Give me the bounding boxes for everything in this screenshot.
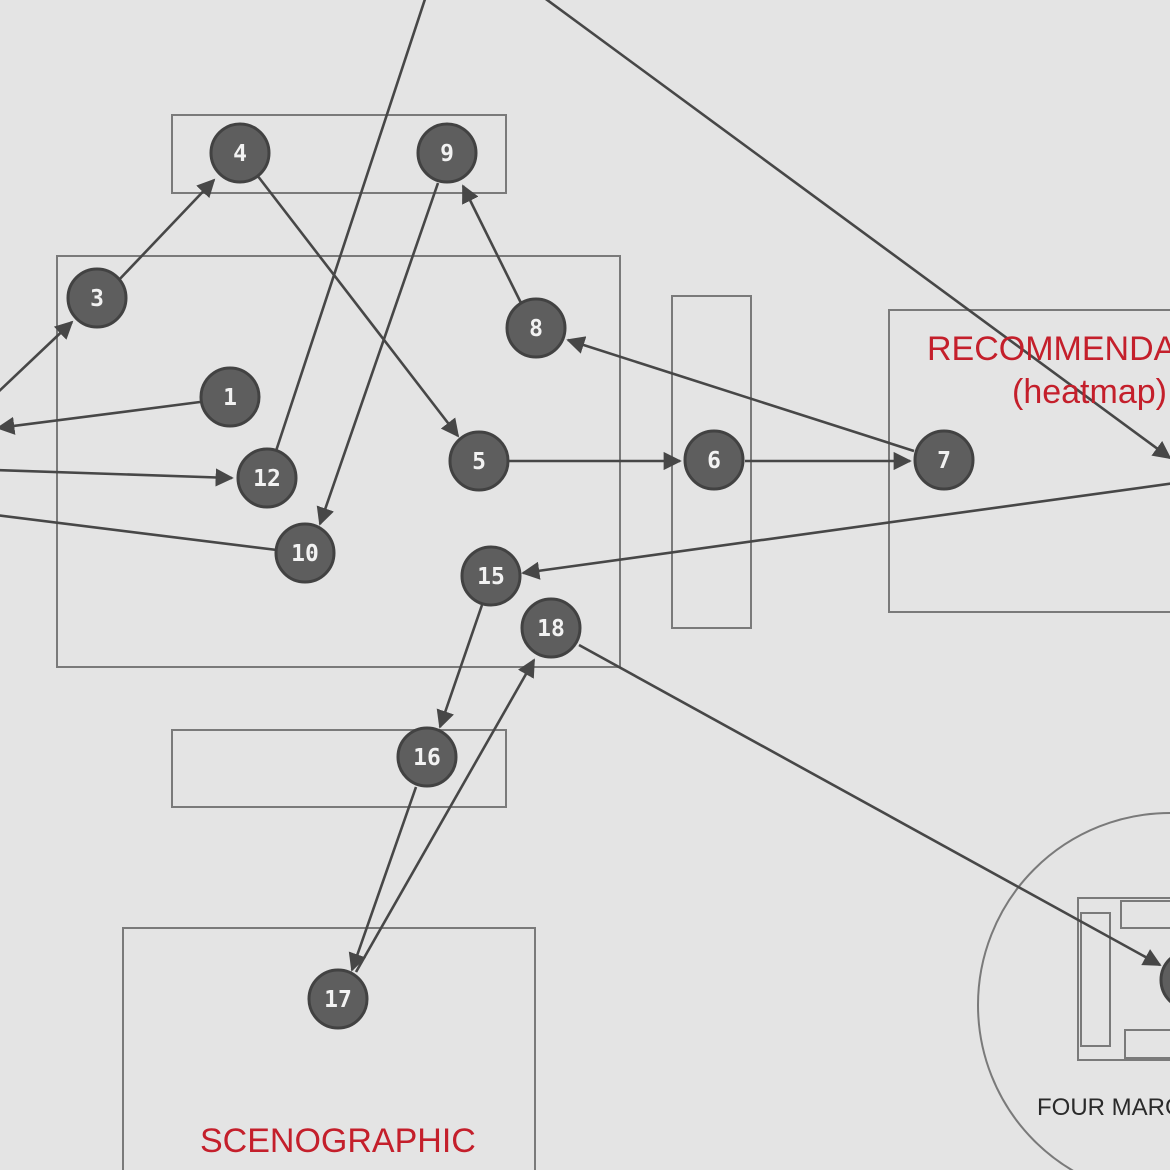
node-3: 3 — [66, 267, 128, 329]
svg-text:1: 1 — [223, 385, 237, 411]
edge-12-up — [274, 0, 427, 452]
svg-text:4: 4 — [233, 141, 247, 167]
svg-text:16: 16 — [413, 745, 441, 771]
node-17: 17 — [307, 968, 369, 1030]
edge-17-to-18 — [354, 658, 536, 973]
svg-text:7: 7 — [937, 448, 951, 474]
edge-left-to-3 — [0, 320, 74, 393]
edge-9-to-10 — [316, 182, 440, 526]
node-9: 9 — [416, 122, 478, 184]
node-15: 15 — [460, 545, 522, 607]
node-5: 5 — [448, 430, 510, 492]
bottom-box — [171, 729, 507, 808]
edge-4-to-5 — [255, 174, 460, 438]
four-margins-inner-bottom — [1124, 1029, 1170, 1059]
svg-text:9: 9 — [440, 141, 454, 167]
four-margins-frame — [1077, 897, 1170, 1061]
four-margins-circle — [977, 812, 1170, 1170]
svg-text:5: 5 — [472, 449, 486, 475]
edge-left-to-12 — [0, 468, 234, 487]
node-12: 12 — [236, 447, 298, 509]
top-box — [171, 114, 507, 194]
four-margins-inner-left — [1080, 912, 1111, 1047]
edge-16-to-17 — [348, 786, 418, 972]
scenographic-label: SCENOGRAPHIC — [200, 1122, 476, 1160]
edge-15-to-16 — [436, 604, 484, 729]
edge-7-to-8 — [566, 336, 915, 453]
svg-text:6: 6 — [707, 448, 721, 474]
four-margins-inner-top — [1120, 900, 1170, 929]
edge-3-to-4 — [115, 178, 216, 284]
recommendation-label-line1: RECOMMENDAT — [927, 330, 1170, 368]
svg-text:3: 3 — [90, 286, 104, 312]
edge-10-to-left — [0, 514, 278, 552]
node-8: 8 — [505, 297, 567, 359]
node-4: 4 — [209, 122, 271, 184]
edge-1-to-left — [0, 400, 201, 435]
node-7: 7 — [913, 429, 975, 491]
recommendation-label-line2: (heatmap) — [1012, 373, 1167, 411]
edge-8-to-9 — [461, 184, 524, 306]
edge-top-to-right — [545, 0, 1170, 460]
edge-18-to-four-margins — [578, 643, 1162, 967]
four-margins-label: FOUR MARGI — [1037, 1094, 1170, 1121]
node-6: 6 — [683, 429, 745, 491]
scenographic-box — [122, 927, 536, 1170]
node-18: 18 — [520, 597, 582, 659]
svg-text:10: 10 — [291, 541, 319, 567]
node-16: 16 — [396, 726, 458, 788]
node-partial-right — [1159, 956, 1170, 1004]
node-1: 1 — [199, 366, 261, 428]
svg-text:17: 17 — [324, 987, 352, 1013]
edge-right-to-15 — [521, 482, 1170, 580]
svg-text:12: 12 — [253, 466, 281, 492]
svg-text:18: 18 — [537, 616, 565, 642]
svg-text:8: 8 — [529, 316, 543, 342]
node-10: 10 — [274, 522, 336, 584]
svg-text:15: 15 — [477, 564, 505, 590]
